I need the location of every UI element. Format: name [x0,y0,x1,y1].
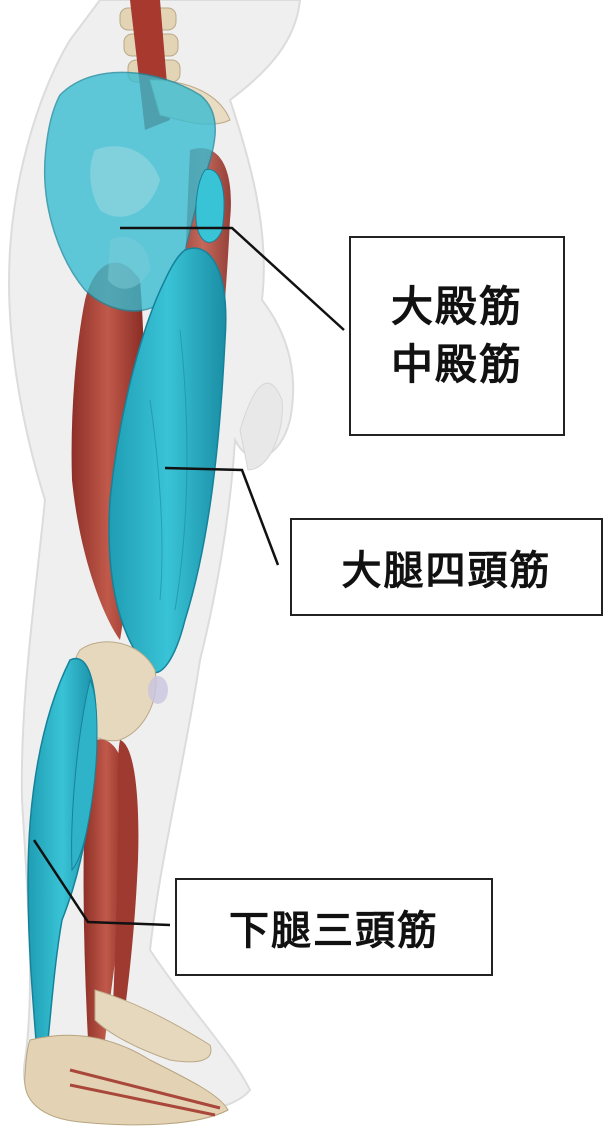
label-gluteus-maximus: 大殿筋 [391,278,523,336]
label-quadriceps-text: 大腿四頭筋 [342,538,552,596]
label-triceps-surae: 下腿三頭筋 [175,878,493,976]
label-gluteus-medius: 中殿筋 [391,336,523,394]
label-gluteus: 大殿筋 中殿筋 [349,236,565,436]
label-quadriceps: 大腿四頭筋 [290,518,603,616]
label-triceps-surae-text: 下腿三頭筋 [229,898,439,956]
